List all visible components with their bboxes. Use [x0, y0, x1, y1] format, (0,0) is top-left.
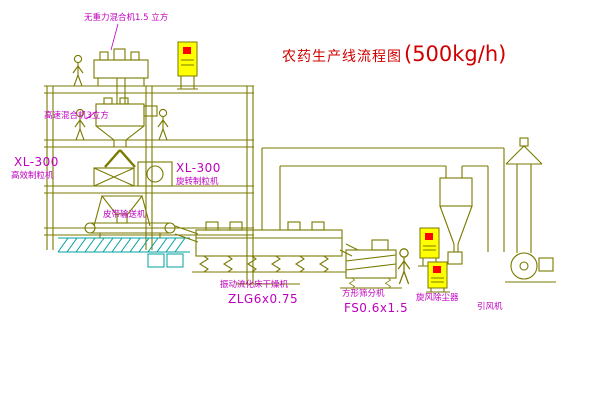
label-sieve-name: 方形筛分机 — [342, 289, 385, 299]
title-capacity: (500kg/h) — [404, 42, 507, 66]
control-cabinet-right-lower — [426, 261, 450, 293]
label-cyclone: 旋风除尘器 — [416, 293, 459, 303]
title-text: 农药生产线流程图 — [282, 49, 402, 65]
label-gravity-mixer: 无重力混合机1.5 立方 — [84, 13, 169, 23]
label-belt-conveyor: 皮带输送机 — [103, 210, 146, 220]
control-cabinet-top — [177, 41, 198, 90]
high-speed-mixer-graphic — [95, 97, 158, 168]
fluid-bed-dryer-graphic — [192, 221, 359, 273]
drawing-title: 农药生产线流程图 (500kg/h) — [282, 42, 506, 66]
label-dryer-name: 振动流化床干燥机 — [220, 280, 289, 290]
control-cabinet-right-upper — [418, 227, 441, 267]
gravity-mixer-graphic — [93, 48, 149, 104]
exhaust-duct-graphic — [261, 147, 505, 252]
building-frame-graphic — [44, 85, 300, 285]
sieve-graphic — [340, 239, 402, 289]
fan-stack-graphic — [505, 137, 556, 283]
label-high-speed-mixer: 高速混合机3立方 — [44, 111, 109, 121]
cyclone-graphic — [439, 166, 473, 265]
granulator-graphics — [93, 161, 173, 187]
label-left-granulator-model: XL-300 — [14, 155, 59, 169]
label-dryer-model: ZLG6x0.75 — [228, 292, 299, 306]
label-mid-granulator-model: XL-300 — [176, 161, 221, 175]
label-left-granulator-name: 高效制粒机 — [11, 171, 54, 181]
label-mid-granulator-name: 旋转制粒机 — [176, 177, 219, 187]
label-fan: 引风机 — [477, 302, 503, 312]
belt-conveyor-graphic — [84, 195, 199, 243]
label-sieve-model: FS0.6x1.5 — [344, 301, 409, 315]
label-leader-lines — [85, 23, 119, 120]
foundation-hatch-graphic — [57, 237, 190, 268]
